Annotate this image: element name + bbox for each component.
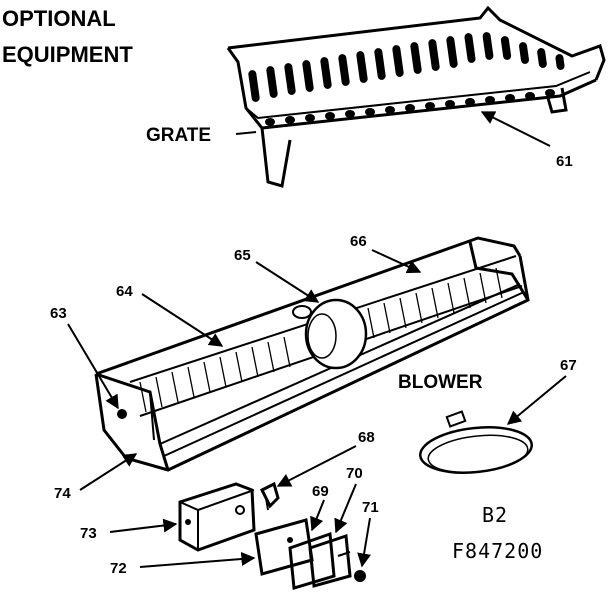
diagram-code-line2: F847200 xyxy=(452,539,543,563)
power-cord-illustration xyxy=(419,410,533,474)
header-optional: OPTIONAL xyxy=(2,6,116,31)
part-number-61: 61 xyxy=(556,153,573,170)
part-number-65: 65 xyxy=(234,247,251,264)
leader-65 xyxy=(255,261,320,303)
grate-illustration xyxy=(226,5,606,188)
header-equipment: EQUIPMENT xyxy=(2,42,133,67)
part-number-68: 68 xyxy=(358,429,375,446)
diagram-code-line1: B2 xyxy=(482,503,508,527)
part-number-69: 69 xyxy=(312,483,329,500)
grate-leader xyxy=(235,131,257,135)
leader-66 xyxy=(371,249,422,274)
leader-70 xyxy=(334,483,357,534)
blower-illustration xyxy=(94,236,530,472)
leader-63 xyxy=(67,323,119,410)
leader-64 xyxy=(141,293,224,347)
leader-73 xyxy=(109,518,178,533)
leader-61 xyxy=(480,111,551,147)
leader-67 xyxy=(506,375,567,425)
part-number-71: 71 xyxy=(362,499,379,516)
screw-illustration xyxy=(354,570,366,582)
part-number-70: 70 xyxy=(346,465,363,482)
clip-illustration xyxy=(259,481,280,511)
leader-74 xyxy=(79,453,138,491)
mounting-plate-illustration xyxy=(254,518,314,576)
part-number-63: 63 xyxy=(50,305,67,322)
blower-label: BLOWER xyxy=(398,372,483,393)
part-number-74: 74 xyxy=(54,485,71,502)
bracket-illustration xyxy=(288,531,352,590)
part-number-72: 72 xyxy=(110,560,127,577)
leader-69 xyxy=(310,499,325,532)
part-number-64: 64 xyxy=(116,283,133,300)
terminal-block-illustration xyxy=(178,482,256,552)
grate-label: GRATE xyxy=(146,125,211,146)
leader-72 xyxy=(139,552,256,568)
part-number-73: 73 xyxy=(80,525,97,542)
part-number-67: 67 xyxy=(560,357,577,374)
leader-71 xyxy=(357,517,371,568)
part-number-66: 66 xyxy=(350,233,367,250)
leader-68 xyxy=(276,445,357,487)
